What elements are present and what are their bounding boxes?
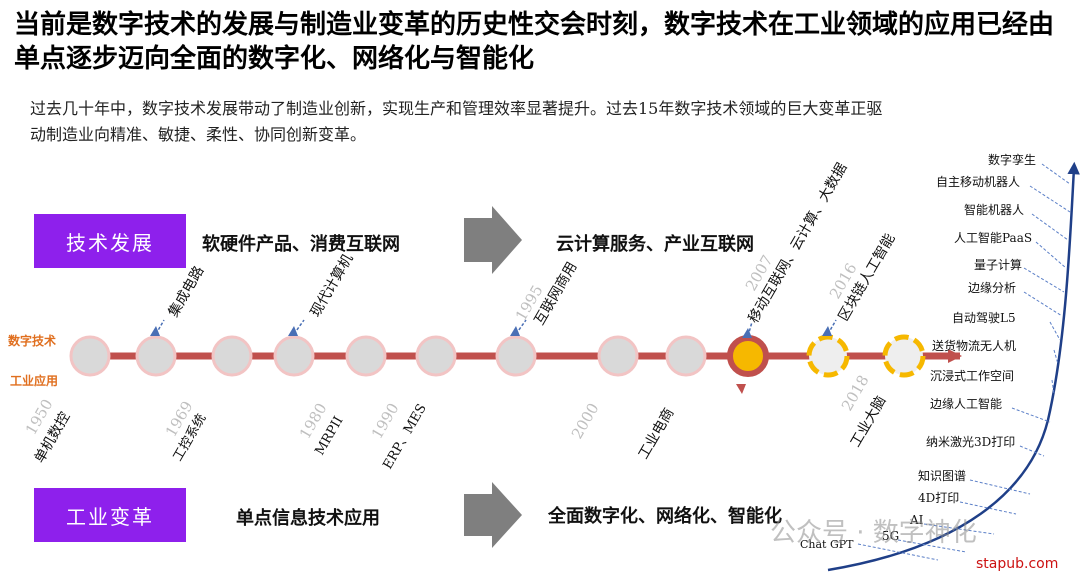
event-circle	[495, 335, 537, 377]
frontier-label: 纳米激光3D打印	[926, 435, 1015, 449]
industry-left-label: 单点信息技术应用	[236, 508, 380, 529]
industry-right-label: 全面数字化、网络化、智能化	[548, 506, 782, 527]
timeline-circles	[69, 334, 926, 378]
frontier-leader	[1023, 291, 1063, 317]
pointer-head	[150, 326, 160, 336]
industry-change-box: 工业变革	[34, 488, 186, 542]
frontier-labels: 数字孪生 自主移动机器人 智能机器人 人工智能PaaS 量子计算 边缘分析 自动…	[800, 152, 1036, 551]
frontier-label: 量子计算	[974, 257, 1022, 272]
event-circle	[135, 335, 177, 377]
frontier-label: AI	[909, 513, 924, 527]
event-circle	[665, 335, 707, 377]
top-arrow	[464, 206, 522, 274]
tech-development-box: 技术发展	[34, 214, 186, 268]
tech-event-text: 移动互联网、云计算、大数据	[746, 160, 851, 326]
frontier-leader	[1023, 267, 1065, 293]
frontier-leader	[959, 501, 1017, 515]
frontier-leader	[923, 523, 995, 535]
event-circle	[597, 335, 639, 377]
site-watermark: stapub.com	[976, 556, 1059, 572]
frontier-label: 自主移动机器人	[936, 175, 1020, 189]
frontier-leaders	[857, 163, 1071, 561]
frontier-label: 送货物流无人机	[932, 338, 1016, 353]
industry-event-labels: 1950 单机数控 1969 工控系统 1980 MRPII 1990 ERP、…	[22, 372, 890, 472]
tech-event-text: 现代计算机	[308, 251, 357, 320]
growth-curve	[827, 161, 1080, 572]
frontier-leader	[1019, 445, 1045, 457]
frontier-label: 沉浸式工作空间	[930, 369, 1014, 383]
timeline-arrowhead	[948, 349, 962, 363]
frontier-label: 边缘分析	[968, 281, 1016, 295]
pointer-head	[742, 328, 752, 338]
frontier-leader	[897, 539, 967, 553]
wechat-watermark: 公众号 · 数字神化	[770, 518, 977, 548]
tech-left-label: 软硬件产品、消费互联网	[202, 234, 400, 255]
frontier-label: 人工智能PaaS	[954, 230, 1032, 245]
page-title: 当前是数字技术的发展与制造业变革的历史性交会时刻，数字技术在工业领域的应用已经由…	[14, 10, 1055, 74]
tech-event-labels: 集成电路 现代计算机 1995 互联网商用 2007 移动互联网、云计算、大数据…	[165, 160, 899, 328]
pointer-head	[736, 384, 746, 394]
frontier-label: 知识图谱	[918, 469, 966, 483]
frontier-label: 数字孪生	[988, 152, 1036, 167]
frontier-leader	[969, 479, 1031, 495]
bottom-arrow	[464, 482, 522, 548]
event-pointers	[155, 319, 837, 337]
frontier-leader	[857, 543, 939, 561]
frontier-leader	[1041, 163, 1071, 185]
frontier-label: Chat GPT	[800, 538, 854, 551]
pointer-head	[510, 326, 520, 336]
pointer-head	[288, 326, 298, 336]
frontier-leader	[1011, 407, 1051, 423]
event-circle	[345, 335, 387, 377]
frontier-leader	[1035, 241, 1067, 269]
industry-event-text: 工业电商	[636, 406, 678, 462]
frontier-leader	[1029, 185, 1071, 213]
industry-side-label: 工业应用	[10, 374, 59, 388]
frontier-leader	[1051, 379, 1055, 395]
event-circle-highlight	[727, 335, 769, 377]
industry-event-year: 2000	[568, 400, 603, 442]
event-circle	[211, 335, 253, 377]
frontier-label: 5G	[882, 529, 899, 543]
frontier-leader	[1053, 349, 1059, 365]
tech-right-label: 云计算服务、产业互联网	[556, 234, 754, 255]
event-circle	[415, 335, 457, 377]
frontier-leader	[1049, 321, 1061, 341]
event-pointer-heads	[150, 326, 832, 394]
tech-event-text: 集成电路	[165, 263, 208, 320]
frontier-label: 智能机器人	[964, 202, 1024, 217]
tech-side-label: 数字技术	[8, 334, 57, 348]
event-circle-future	[882, 334, 926, 378]
frontier-label: 自动驾驶L5	[952, 310, 1016, 325]
frontier-label: 4D打印	[918, 491, 959, 505]
pointer-head	[822, 326, 832, 336]
frontier-label: 边缘人工智能	[930, 396, 1002, 411]
page-subtitle: 过去几十年中，数字技术发展带动了制造业创新，实现生产和管理效率显著提升。过去15…	[30, 99, 883, 144]
event-circle-future	[806, 334, 850, 378]
frontier-leader	[1031, 213, 1069, 241]
event-circle	[273, 335, 315, 377]
event-circle	[69, 335, 111, 377]
